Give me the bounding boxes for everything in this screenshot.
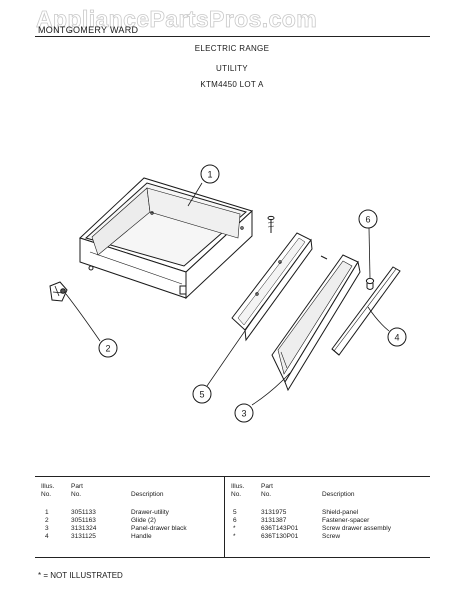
row-5-desc: Shield-panel xyxy=(322,509,359,516)
header-illus-left: Illus. xyxy=(41,483,55,490)
footnote: * = NOT ILLUSTRATED xyxy=(38,571,123,580)
row-7-part: 636T143P01 xyxy=(261,525,299,532)
row-5-illus: 5 xyxy=(233,509,237,516)
row-2-illus: 2 xyxy=(45,517,49,524)
page-subtitle: UTILITY xyxy=(216,64,248,73)
row-8-illus: * xyxy=(233,533,236,540)
header-part-right: Part xyxy=(261,483,273,490)
header-illus-no-right: No. xyxy=(231,491,242,498)
row-2-desc: Glide (2) xyxy=(131,517,156,524)
callout-1: 1 xyxy=(207,170,212,180)
callout-4: 4 xyxy=(394,333,399,343)
row-3-illus: 3 xyxy=(45,525,49,532)
row-4-part: 3131125 xyxy=(71,533,96,540)
row-6-illus: 6 xyxy=(233,517,237,524)
header-desc-right: Description xyxy=(322,491,355,498)
glide-part xyxy=(49,281,68,302)
row-6-part: 3131387 xyxy=(261,517,287,524)
row-4-illus: 4 xyxy=(45,533,49,540)
panel-drawer-black-part xyxy=(271,254,361,392)
row-3-desc: Panel-drawer black xyxy=(131,525,187,532)
page-title: ELECTRIC RANGE xyxy=(194,44,270,53)
row-8-part: 636T130P01 xyxy=(261,533,299,540)
leader-lines xyxy=(65,182,390,406)
callout-6: 6 xyxy=(365,215,370,225)
header-rule xyxy=(35,36,430,37)
callout-3: 3 xyxy=(241,409,246,419)
callout-5: 5 xyxy=(199,390,204,400)
fastener-spacer-part xyxy=(365,277,375,290)
screw-part xyxy=(267,215,328,260)
row-7-desc: Screw drawer assembly xyxy=(322,525,391,532)
row-3-part: 3131324 xyxy=(71,525,97,532)
row-6-desc: Fastener-spacer xyxy=(322,517,370,524)
brand-name: MONTGOMERY WARD xyxy=(38,25,139,35)
header-desc-left: Description xyxy=(131,491,164,498)
row-4-desc: Handle xyxy=(131,533,152,540)
row-5-part: 3131975 xyxy=(261,509,287,516)
row-2-part: 3051163 xyxy=(71,517,96,524)
row-7-illus: * xyxy=(233,525,236,532)
handle-part xyxy=(331,266,401,356)
table-divider xyxy=(224,477,225,557)
header-part-left: Part xyxy=(71,483,83,490)
header-part-no-right: No. xyxy=(261,491,272,498)
row-1-illus: 1 xyxy=(45,509,49,516)
watermark: AppliancePartsPros.com xyxy=(36,6,318,33)
header-illus-no-left: No. xyxy=(41,491,52,498)
shield-panel-part xyxy=(231,232,313,342)
parts-list-table: Illus. No. Part No. Description Illus. N… xyxy=(35,476,430,558)
model-number: KTM4450 LOT A xyxy=(200,80,264,89)
row-8-desc: Screw xyxy=(322,533,341,540)
drawer-utility-part xyxy=(79,177,253,300)
row-1-desc: Drawer-utility xyxy=(131,509,169,516)
callout-2: 2 xyxy=(105,344,110,354)
exploded-view-diagram: 1 2 3 4 5 6 xyxy=(49,164,407,423)
header-illus-right: Illus. xyxy=(231,483,245,490)
header-part-no-left: No. xyxy=(71,491,82,498)
callout-circles xyxy=(98,164,407,423)
row-1-part: 3051133 xyxy=(71,509,96,516)
